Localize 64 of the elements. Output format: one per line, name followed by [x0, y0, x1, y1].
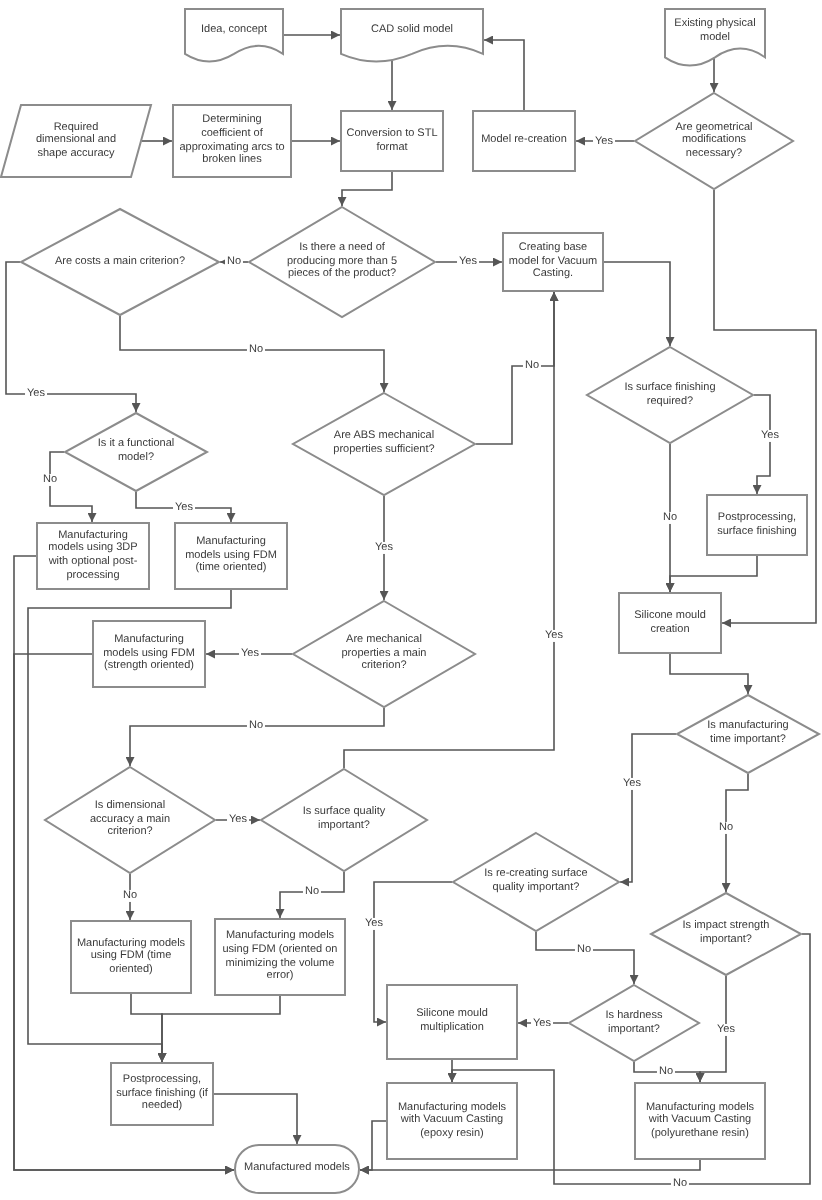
- arrow: [205, 649, 293, 659]
- document-shape: [664, 8, 766, 66]
- decision-diamond: [452, 832, 620, 932]
- process-box: [92, 620, 206, 688]
- process-box: [110, 1062, 214, 1126]
- input-parallelogram: [0, 104, 152, 178]
- document-shape: [340, 8, 484, 62]
- arrow: [665, 555, 758, 593]
- process-box: [214, 918, 346, 996]
- decision-diamond: [248, 206, 436, 318]
- decision-diamond: [44, 766, 216, 874]
- arrow: [125, 707, 385, 767]
- terminal-shape: [234, 1144, 360, 1194]
- process-box: [634, 1082, 766, 1160]
- decision-diamond: [568, 984, 700, 1062]
- arrow: [535, 931, 639, 985]
- decision-diamond: [64, 412, 208, 492]
- arrow: [713, 189, 817, 628]
- decision-diamond: [650, 892, 802, 976]
- arrow: [141, 136, 173, 146]
- process-box: [386, 984, 518, 1060]
- decision-diamond: [292, 392, 476, 496]
- arrow: [13, 653, 235, 1175]
- decision-diamond: [586, 346, 754, 444]
- process-box: [386, 1082, 518, 1160]
- arrow: [695, 975, 727, 1083]
- arrow: [447, 1059, 457, 1083]
- arrow: [283, 30, 341, 40]
- process-box: [340, 110, 444, 172]
- process-box: [172, 104, 292, 178]
- arrow: [447, 933, 811, 1185]
- document-shape: [184, 8, 284, 62]
- arrow: [5, 261, 141, 413]
- process-box: [36, 522, 150, 590]
- decision-diamond: [260, 768, 428, 872]
- arrow: [213, 1093, 302, 1145]
- decision-diamond: [292, 600, 476, 708]
- process-box: [706, 494, 808, 556]
- process-box: [502, 232, 604, 292]
- arrow: [49, 451, 97, 523]
- decision-diamond: [20, 208, 220, 316]
- decision-diamond: [634, 92, 794, 190]
- arrow: [157, 995, 281, 1063]
- arrow: [603, 261, 675, 347]
- arrow: [379, 495, 389, 601]
- arrow: [291, 136, 341, 146]
- arrow: [275, 871, 345, 919]
- arrow: [721, 773, 749, 893]
- arrow: [619, 733, 677, 887]
- decision-diamond: [676, 694, 820, 774]
- arrow: [343, 291, 559, 769]
- process-box: [174, 522, 288, 590]
- arrow: [337, 171, 393, 207]
- arrow: [373, 881, 453, 1027]
- arrow: [483, 35, 525, 111]
- process-box: [70, 920, 192, 994]
- process-box: [472, 110, 576, 172]
- arrow: [359, 1159, 701, 1175]
- arrow: [669, 653, 753, 695]
- arrow: [709, 57, 719, 93]
- arrow: [752, 394, 771, 495]
- process-box: [618, 592, 722, 654]
- arrow: [119, 315, 389, 393]
- arrow: [387, 59, 397, 111]
